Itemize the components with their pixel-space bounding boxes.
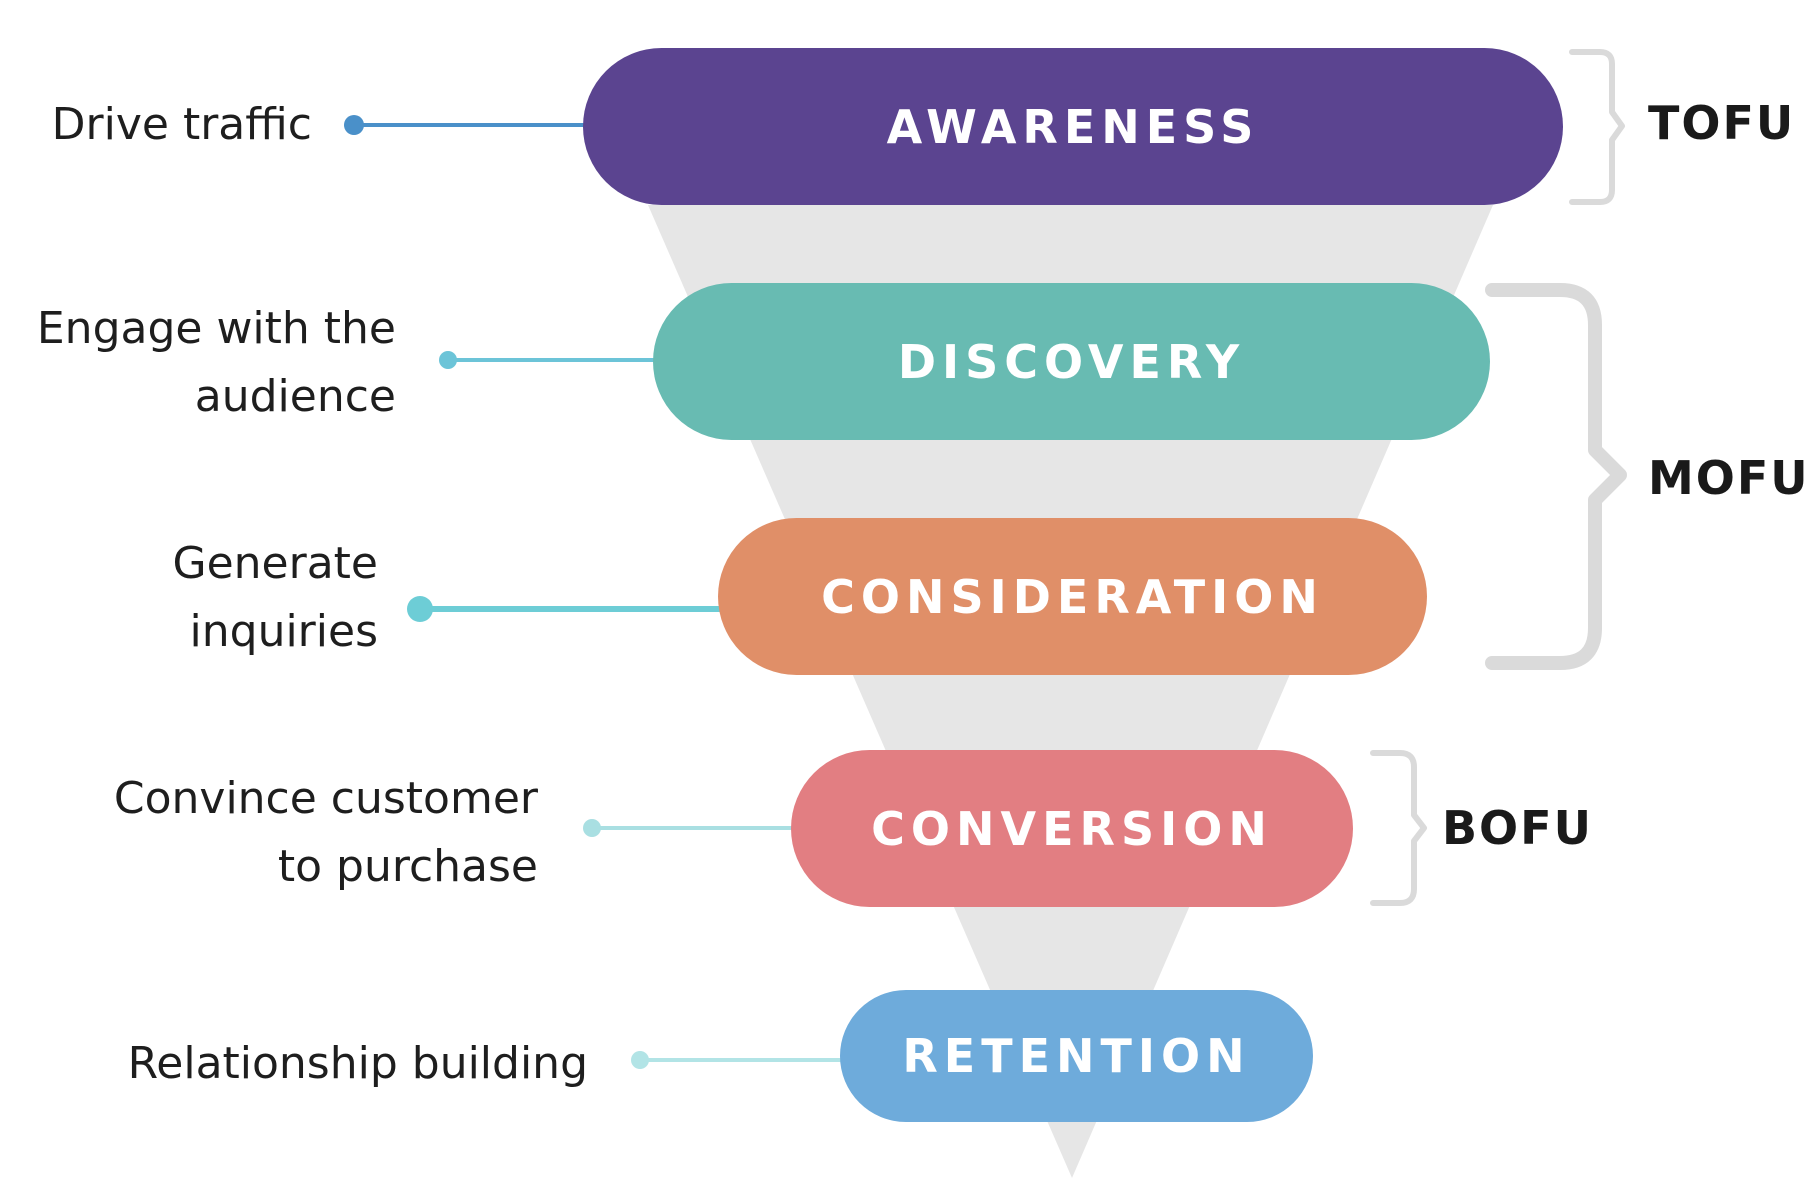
connector-dot (439, 351, 457, 369)
stage-conversion: CONVERSION (791, 750, 1353, 907)
stage-awareness: AWARENESS (583, 48, 1563, 205)
mofu-bracket (1485, 283, 1627, 670)
stage-label: DISCOVERY (897, 334, 1246, 389)
bofu-bracket (1370, 750, 1427, 906)
stage-label: RETENTION (902, 1029, 1251, 1083)
stage-label: AWARENESS (886, 99, 1260, 154)
stage-discovery: DISCOVERY (653, 283, 1490, 440)
goal-consideration: Generate inquiries (172, 538, 379, 657)
tofu-bracket (1569, 49, 1625, 205)
section-tofu: TOFU (1648, 96, 1796, 150)
stage-label: CONVERSION (871, 801, 1273, 856)
goal-discovery: Engage with the audience (36, 303, 396, 422)
connector-discovery (439, 351, 660, 369)
section-bofu: BOFU (1442, 801, 1593, 855)
connector-dot (583, 819, 601, 837)
section-mofu: MOFU (1648, 451, 1810, 505)
goal-retention: Relationship building (127, 1038, 588, 1089)
connector-consideration (407, 596, 725, 622)
connector-dot (631, 1051, 649, 1069)
stage-label: CONSIDERATION (821, 569, 1324, 624)
connector-retention (631, 1051, 848, 1069)
goal-awareness: Drive traffic (51, 99, 312, 150)
connector-conversion (583, 819, 798, 837)
connector-dot (407, 596, 433, 622)
stage-consideration: CONSIDERATION (718, 518, 1427, 675)
goal-conversion: Convince customer to purchase (113, 773, 538, 892)
connector-dot (344, 115, 364, 135)
funnel-body (648, 205, 1493, 1178)
stage-retention: RETENTION (840, 990, 1313, 1122)
connector-awareness (344, 115, 590, 135)
